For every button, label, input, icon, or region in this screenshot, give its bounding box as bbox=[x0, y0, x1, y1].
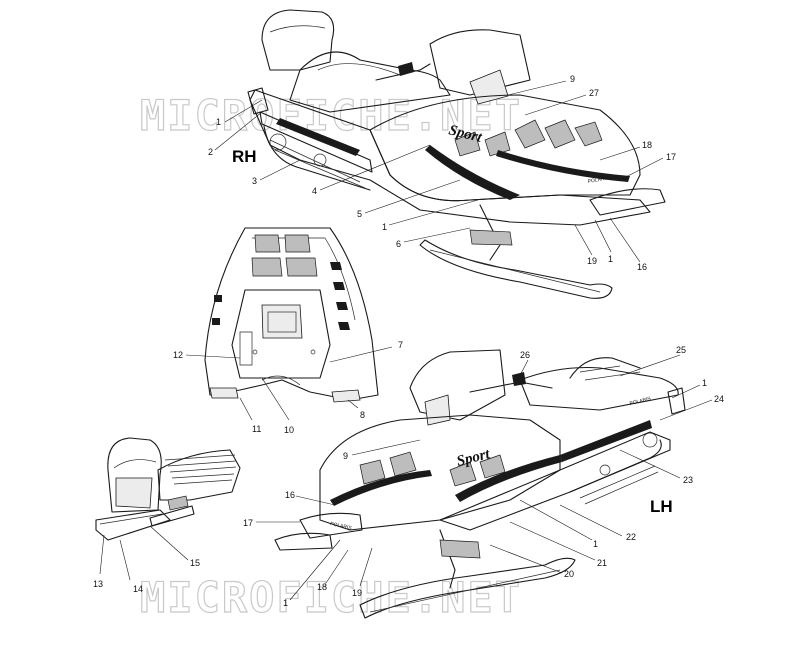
callout-rh-5: 5 bbox=[357, 209, 362, 219]
callout-lh-1: 1 bbox=[702, 378, 707, 388]
callout-rh-19: 19 bbox=[587, 256, 597, 266]
callout-lh-22: 22 bbox=[626, 532, 636, 542]
callout-hood-10: 10 bbox=[284, 425, 294, 435]
callout-rh-9: 9 bbox=[570, 74, 575, 84]
callout-rh-16: 16 bbox=[637, 262, 647, 272]
callout-lh-18: 18 bbox=[317, 582, 327, 592]
side-label-lh: LH bbox=[650, 497, 673, 516]
seat-callouts: 13 14 15 bbox=[93, 525, 200, 594]
callout-rh-1c: 1 bbox=[608, 254, 613, 264]
callout-rh-27: 27 bbox=[589, 88, 599, 98]
decal-polaris-top: POLARIS bbox=[587, 175, 610, 185]
callout-lh-19: 19 bbox=[352, 588, 362, 598]
lh-callouts: 26 25 1 24 9 23 16 17 22 1 21 20 1 18 19 bbox=[243, 345, 724, 608]
callout-lh-26: 26 bbox=[520, 350, 530, 360]
callout-lh-24: 24 bbox=[714, 394, 724, 404]
snowmobile-rh-drawing: Sport POLARIS bbox=[247, 9, 666, 299]
callout-rh-1b: 1 bbox=[382, 222, 387, 232]
callout-hood-8: 8 bbox=[360, 410, 365, 420]
side-label-rh: RH bbox=[232, 147, 257, 166]
callout-hood-11: 11 bbox=[252, 424, 261, 434]
callout-seat-15: 15 bbox=[190, 558, 200, 568]
watermark-bottom: MICROFICHE.NET bbox=[140, 573, 522, 622]
callout-lh-17: 17 bbox=[243, 518, 253, 528]
callout-rh-1: 1 bbox=[216, 117, 221, 127]
watermark-top: MICROFICHE.NET bbox=[140, 91, 522, 140]
decal-polaris-right: POLARIS bbox=[629, 396, 652, 407]
callout-lh-21: 21 bbox=[597, 558, 607, 568]
seat-drawing bbox=[95, 437, 241, 541]
callout-lh-25: 25 bbox=[676, 345, 686, 355]
callout-hood-7: 7 bbox=[398, 340, 403, 350]
callout-lh-1b: 1 bbox=[593, 539, 598, 549]
callout-rh-17: 17 bbox=[666, 152, 676, 162]
decal-polaris-bottom: POLARIS bbox=[330, 521, 353, 532]
callout-rh-4: 4 bbox=[312, 186, 317, 196]
rh-callouts: 1 2 3 4 5 1 6 9 27 18 17 19 1 16 bbox=[208, 74, 676, 272]
callout-lh-1c: 1 bbox=[283, 598, 288, 608]
snowmobile-lh-drawing: Sport POLARIS POLARIS bbox=[274, 349, 686, 619]
callout-seat-13: 13 bbox=[93, 579, 103, 589]
callout-rh-18: 18 bbox=[642, 140, 652, 150]
callout-lh-23: 23 bbox=[683, 475, 693, 485]
callout-lh-16: 16 bbox=[285, 490, 295, 500]
hood-callouts: 12 7 11 10 8 bbox=[173, 340, 403, 435]
callout-rh-2: 2 bbox=[208, 147, 213, 157]
hood-drawing bbox=[204, 227, 379, 403]
callout-lh-9: 9 bbox=[343, 451, 348, 461]
callout-lh-20: 20 bbox=[564, 569, 574, 579]
callout-rh-6: 6 bbox=[396, 239, 401, 249]
callout-seat-14: 14 bbox=[133, 584, 143, 594]
callout-rh-3: 3 bbox=[252, 176, 257, 186]
callout-hood-12: 12 bbox=[173, 350, 183, 360]
